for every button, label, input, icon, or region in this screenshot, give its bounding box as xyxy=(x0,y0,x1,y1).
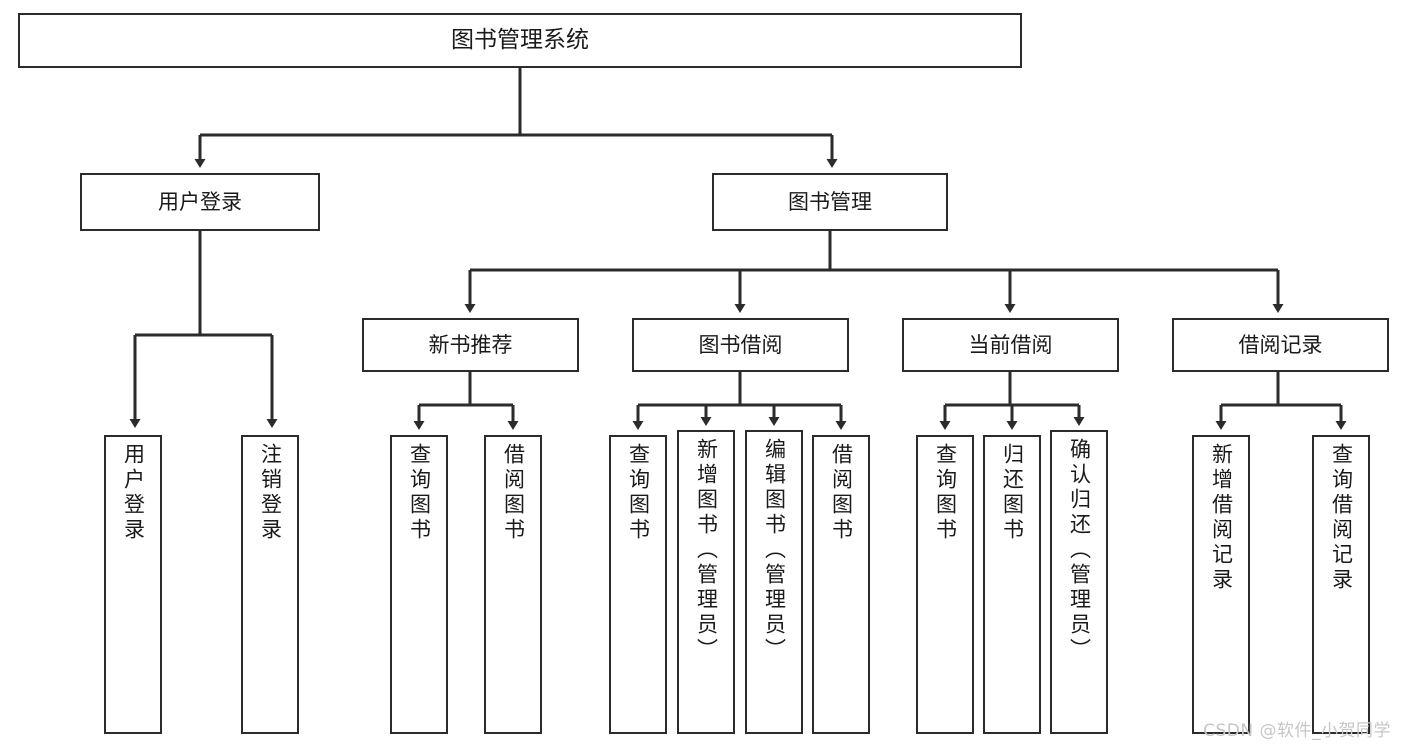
node-label: 用户登录 xyxy=(158,189,242,214)
node-label: 注销登录 xyxy=(258,443,283,543)
leaf-edit-book-admin[interactable]: 编辑图书（管理员） xyxy=(745,430,803,734)
node-label: 当前借阅 xyxy=(968,332,1053,357)
node-root-system[interactable]: 图书管理系统 xyxy=(18,13,1022,68)
leaf-return-book[interactable]: 归还图书 xyxy=(983,435,1041,734)
node-current-borrow[interactable]: 当前借阅 xyxy=(902,318,1119,372)
node-label: 查询图书 xyxy=(933,443,958,543)
node-borrow-record[interactable]: 借阅记录 xyxy=(1172,318,1389,372)
leaf-confirm-return-admin[interactable]: 确认归还（管理员） xyxy=(1050,430,1108,734)
node-label: 归还图书 xyxy=(1000,443,1025,543)
leaf-borrow-book[interactable]: 借阅图书 xyxy=(812,435,870,734)
node-label: 查询图书 xyxy=(626,443,651,543)
node-label: 编辑图书（管理员） xyxy=(762,438,787,663)
node-label: 新增借阅记录 xyxy=(1209,443,1234,593)
node-user-login[interactable]: 用户登录 xyxy=(80,173,320,231)
leaf-add-book-admin[interactable]: 新增图书（管理员） xyxy=(677,430,735,734)
node-label: 用户登录 xyxy=(121,443,146,543)
leaf-user-logout[interactable]: 注销登录 xyxy=(241,435,299,734)
leaf-user-login[interactable]: 用户登录 xyxy=(104,435,162,734)
node-label: 借阅图书 xyxy=(829,443,854,543)
watermark: CSDN @软件_小贺同学 xyxy=(1203,721,1391,741)
leaf-add-borrow-record[interactable]: 新增借阅记录 xyxy=(1192,435,1250,734)
leaf-query-book-current[interactable]: 查询图书 xyxy=(916,435,974,734)
node-label: 新增图书（管理员） xyxy=(694,438,719,663)
node-label: 图书借阅 xyxy=(698,332,783,357)
node-label: 借阅图书 xyxy=(501,443,526,543)
node-label: 新书推荐 xyxy=(428,332,513,357)
leaf-query-book-new-rec[interactable]: 查询图书 xyxy=(390,435,448,734)
node-book-manage[interactable]: 图书管理 xyxy=(712,173,948,231)
node-label: 确认归还（管理员） xyxy=(1067,438,1092,663)
leaf-query-borrow-record[interactable]: 查询借阅记录 xyxy=(1312,435,1370,734)
node-label: 借阅记录 xyxy=(1238,332,1323,357)
node-label: 图书管理系统 xyxy=(451,27,589,54)
node-new-book-recommend[interactable]: 新书推荐 xyxy=(362,318,579,372)
node-label: 查询图书 xyxy=(407,443,432,543)
leaf-borrow-book-new-rec[interactable]: 借阅图书 xyxy=(484,435,542,734)
node-book-borrow[interactable]: 图书借阅 xyxy=(632,318,849,372)
node-label: 查询借阅记录 xyxy=(1329,443,1354,593)
node-label: 图书管理 xyxy=(788,189,872,214)
leaf-query-book-borrow[interactable]: 查询图书 xyxy=(609,435,667,734)
